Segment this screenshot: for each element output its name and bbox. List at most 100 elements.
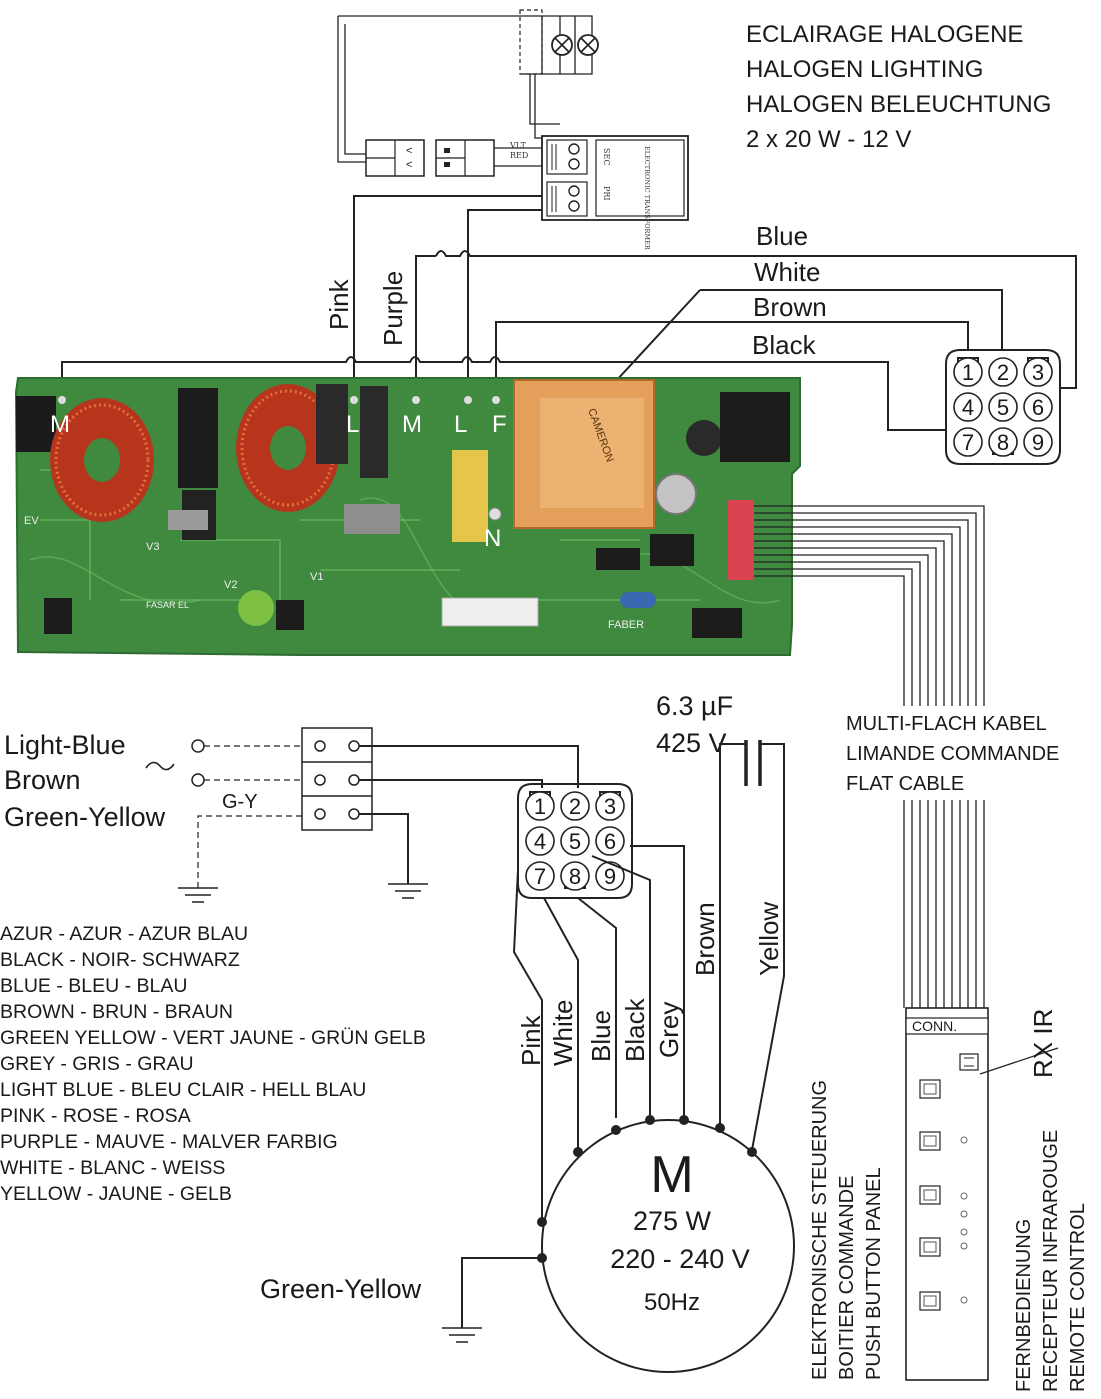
panel-push-button[interactable]: [919, 1291, 941, 1311]
motor-wiring: Brown Yellow Pink White Blue Black Grey: [461, 845, 784, 1328]
flat-cable-fr: LIMANDE COMMANDE: [846, 743, 1059, 765]
motor-wire-black-label: Black: [620, 997, 650, 1062]
transformer-sec-text: SEC: [602, 148, 611, 165]
ground-icon: [442, 1327, 482, 1343]
control-label-fr: BOITIER COMMANDE: [836, 1176, 858, 1380]
control-board: CAMERON FASAR EL FABER V1 V2 V3 EV: [14, 377, 801, 656]
conn-bottom-pin-9: 9: [595, 861, 625, 891]
conn-top-pin-6: 6: [1023, 392, 1053, 422]
halogen-title-fr: ECLAIRAGE HALOGENE: [746, 21, 1023, 48]
panel-push-button[interactable]: [919, 1237, 941, 1257]
mains-light-blue-label: Light-Blue: [4, 730, 126, 760]
panel-rx-ir-label: RX IR: [1028, 1009, 1058, 1078]
panel-push-button[interactable]: [919, 1131, 941, 1151]
mains-brown-label: Brown: [4, 765, 81, 795]
conn-bottom-pin-8: 8: [560, 861, 590, 891]
legend-entry: PINK - ROSE - ROSA: [0, 1105, 191, 1127]
conn-bottom-pin-3: 3: [595, 791, 625, 821]
conn-bottom-pin-label: 9: [604, 864, 616, 889]
conn-bottom-pin-1: 1: [525, 791, 555, 821]
terminal-m-purple: M: [402, 411, 422, 438]
terminal-n: N: [484, 525, 501, 552]
motor-voltage: 220 - 240 V: [610, 1244, 750, 1274]
motor-wire-white-label: White: [548, 1000, 578, 1066]
legend-entry: BLACK - NOIR- SCHWARZ: [0, 949, 240, 971]
motor-frequency: 50Hz: [644, 1289, 700, 1316]
transformer-vlt-text: VLT: [509, 141, 526, 150]
indicator-led: [960, 1136, 968, 1304]
conn-top-pin-label: 4: [962, 395, 974, 420]
board-transformer: CAMERON: [513, 379, 655, 529]
upper-wire-labels: Pink Purple Blue White Brown Black: [324, 221, 827, 360]
motor-power: 275 W: [633, 1206, 712, 1236]
transformer-red-text: RED: [510, 151, 528, 160]
motor: M 275 W 220 - 240 V 50Hz Green-Yellow: [260, 1115, 795, 1373]
legend-entry: LIGHT BLUE - BLEU CLAIR - HELL BLAU: [0, 1079, 366, 1101]
terminal-l-pink: L: [346, 411, 359, 438]
halogen-plug-connector: < <: [365, 139, 425, 177]
legend-entry: BROWN - BRUN - BRAUN: [0, 1001, 233, 1023]
board-v1-text: V1: [310, 571, 323, 583]
motor-wire-pink-label: Pink: [516, 1014, 546, 1066]
conn-top-pin-7: 7: [953, 427, 983, 457]
svg-text:<: <: [406, 145, 412, 157]
conn-top-pin-9: 9: [1023, 427, 1053, 457]
legend-entry: YELLOW - JAUNE - GELB: [0, 1183, 232, 1205]
conn-bottom-pin-label: 3: [604, 794, 616, 819]
conn-bottom-pin-label: 8: [569, 864, 581, 889]
toroidal-coil-right: [236, 384, 340, 512]
capacitor: 6.3 µF 425 V: [656, 691, 785, 1151]
conn-bottom-pin-label: 4: [534, 829, 546, 854]
legend-entry: BLUE - BLEU - BLAU: [0, 975, 187, 997]
motor-wire-grey-label: Grey: [654, 1002, 684, 1058]
conn-top-pin-label: 6: [1032, 395, 1044, 420]
flat-cable: MULTI-FLACH KABEL LIMANDE COMMANDE FLAT …: [754, 505, 1059, 1008]
terminal-f: F: [492, 411, 507, 438]
ground-icon: [178, 887, 218, 903]
motor-wire-yellow-label: Yellow: [754, 902, 784, 976]
conn-bottom-pin-label: 2: [569, 794, 581, 819]
conn-top-pin-5: 5: [988, 392, 1018, 422]
motor-ground-label: Green-Yellow: [260, 1274, 422, 1304]
conn-bottom-pin-label: 7: [534, 864, 546, 889]
terminal-m-left: M: [50, 411, 70, 438]
conn-bottom-pin-label: 5: [569, 829, 581, 854]
conn-top-pin-label: 5: [997, 395, 1009, 420]
wire-label-black-top: Black: [752, 330, 817, 360]
conn-bottom-pin-5: 5: [560, 826, 590, 856]
conn-bottom-pin-4: 4: [525, 826, 555, 856]
wire-label-blue-top: Blue: [756, 221, 808, 251]
conn-top-pin-label: 2: [997, 360, 1009, 385]
electronic-transformer: VLT RED SEC PRI ELECTRONIC TRANSFORMER: [509, 135, 689, 251]
panel-conn-label: CONN.: [912, 1018, 957, 1034]
legend-entry: GREY - GRIS - GRAU: [0, 1053, 194, 1075]
conn-top-pin-label: 3: [1032, 360, 1044, 385]
panel-push-button[interactable]: [919, 1079, 941, 1099]
mains-gy-label: G-Y: [222, 791, 258, 813]
capacitor-capacitance: 6.3 µF: [656, 691, 733, 721]
conn-bottom-pin-7: 7: [525, 861, 555, 891]
toroidal-coil-left: [50, 398, 154, 522]
legend-entry: PURPLE - MAUVE - MALVER FARBIG: [0, 1131, 338, 1153]
wire-label-brown-top: Brown: [753, 292, 827, 322]
panel-push-button[interactable]: [919, 1185, 941, 1205]
halogen-lamp-icon: [551, 34, 573, 56]
transformer-name-text: ELECTRONIC TRANSFORMER: [643, 146, 651, 251]
push-button-panel: CONN. RX IR: [905, 1007, 1059, 1381]
remote-label-de: FERNBEDIENUNG: [1013, 1219, 1035, 1392]
board-ev-text: EV: [24, 515, 39, 527]
mains-input: Light-Blue Brown Green-Yellow G-Y: [4, 727, 579, 903]
mains-green-yellow-label: Green-Yellow: [4, 802, 166, 832]
legend-entry: WHITE - BLANC - WEISS: [0, 1157, 225, 1179]
halogen-title: ECLAIRAGE HALOGENE HALOGEN LIGHTING HALO…: [746, 21, 1051, 153]
flat-cable-en: FLAT CABLE: [846, 773, 964, 795]
control-panel-labels: ELEKTRONISCHE STEUERUNG BOITIER COMMANDE…: [809, 1080, 1089, 1392]
transformer-pri-text: PRI: [602, 186, 611, 201]
remote-label-fr: RECEPTEUR INFRAROUGE: [1040, 1130, 1062, 1392]
motor-wire-blue-label: Blue: [586, 1010, 616, 1062]
conn-bottom-pin-6: 6: [595, 826, 625, 856]
